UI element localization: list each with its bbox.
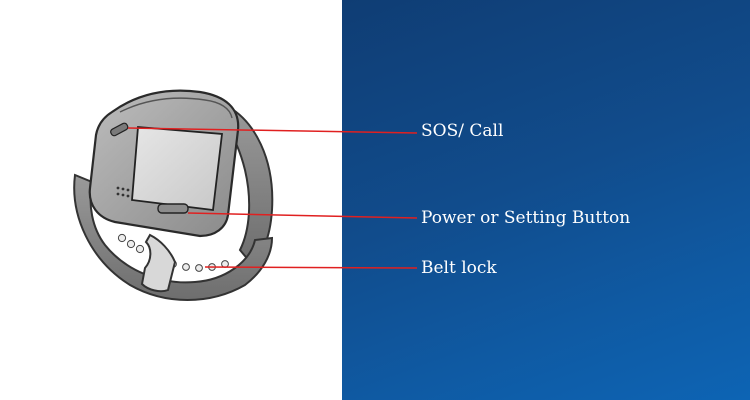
leader-line-belt — [204, 266, 418, 269]
callout-belt-lock: Belt lock — [421, 258, 497, 278]
smartwatch-icon — [73, 89, 274, 301]
labels-panel — [342, 0, 750, 400]
callout-sos-call: SOS/ Call — [421, 121, 504, 141]
leader-line-power — [187, 212, 418, 219]
leader-line-sos — [127, 127, 418, 134]
callout-power-setting-button: Power or Setting Button — [421, 208, 631, 228]
